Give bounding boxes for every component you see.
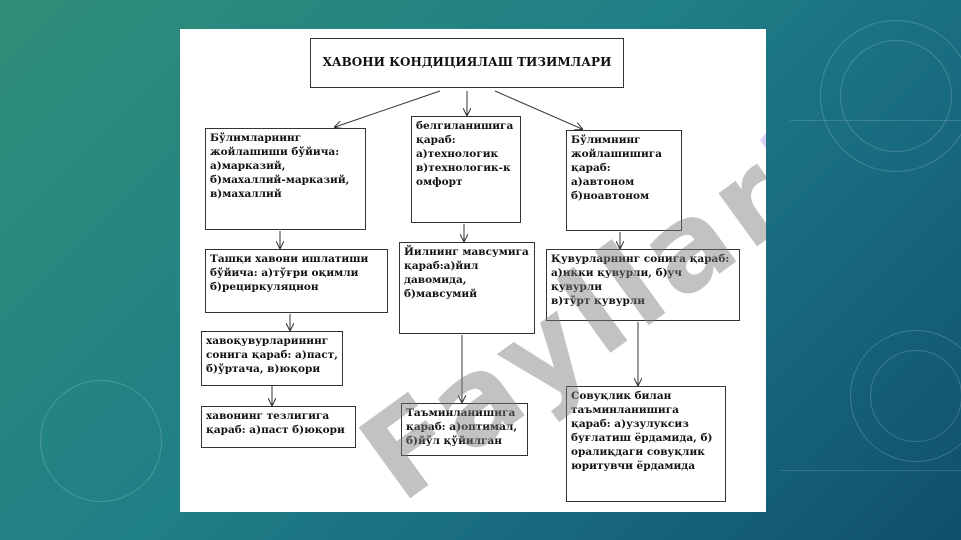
box-location-of-sections: Бўлимларнинг жойлашиши бўйича: а)маркази… xyxy=(205,128,366,230)
box-supply: Таъминланишига қараб: а)оптимал, б)йўл қ… xyxy=(401,403,528,456)
background-ring xyxy=(870,350,961,442)
background-line xyxy=(780,470,961,471)
background-ring xyxy=(40,380,162,502)
background-ring xyxy=(820,20,961,172)
background-line xyxy=(790,120,961,121)
diagram-slide: ХАВОНИ КОНДИЦИЯЛАШ ТИЗИМЛАРИ Бўлимларнин… xyxy=(180,29,766,512)
arrow-title-to-b1 xyxy=(335,90,441,127)
box-outside-air-usage: Ташқи хавони ишлатиши бўйича: а)тўғри оқ… xyxy=(205,249,388,313)
connector-lines xyxy=(180,90,766,512)
box-pipe-count: Қувурларнинг сонига қараб: а)икки қувурл… xyxy=(546,249,740,321)
arrow-title-to-b3 xyxy=(494,90,582,129)
box-section-location: Бўлимнинг жойлашишига қараб: а)автоном б… xyxy=(566,130,682,231)
box-air-speed: хавонинг тезлигига қараб: а)паст б)юқори xyxy=(201,406,356,448)
box-air-duct-count: хавоқувурларининг сонига қараб: а)паст, … xyxy=(201,331,343,386)
box-purpose: белгиланишига қараб: а)технологик в)техн… xyxy=(411,116,521,223)
box-season: Йилнинг мавсумига қараб:а)йил давомида, … xyxy=(399,242,535,334)
background-ring xyxy=(840,40,952,152)
box-cooling-supply: Совуқлик билан таъминланишига қараб: а)у… xyxy=(566,386,726,502)
diagram-title: ХАВОНИ КОНДИЦИЯЛАШ ТИЗИМЛАРИ xyxy=(310,38,624,88)
